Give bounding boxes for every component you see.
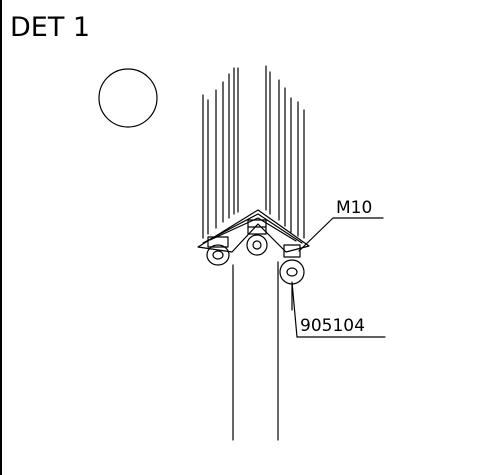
callout-905104: 905104 bbox=[291, 281, 386, 338]
callout-m10-label: M10 bbox=[336, 198, 372, 218]
aluminium-profile bbox=[202, 65, 305, 239]
leveling-foot-right bbox=[279, 244, 305, 311]
corner-bracket-plate bbox=[197, 209, 310, 253]
callout-m10: M10 bbox=[298, 198, 384, 252]
leveling-foot-left bbox=[206, 236, 230, 266]
reference-circle bbox=[98, 68, 158, 128]
detail-title: DET 1 bbox=[10, 12, 90, 43]
leveling-foot-center bbox=[246, 219, 268, 256]
leg-post bbox=[232, 261, 279, 441]
callout-905104-label: 905104 bbox=[300, 316, 365, 336]
